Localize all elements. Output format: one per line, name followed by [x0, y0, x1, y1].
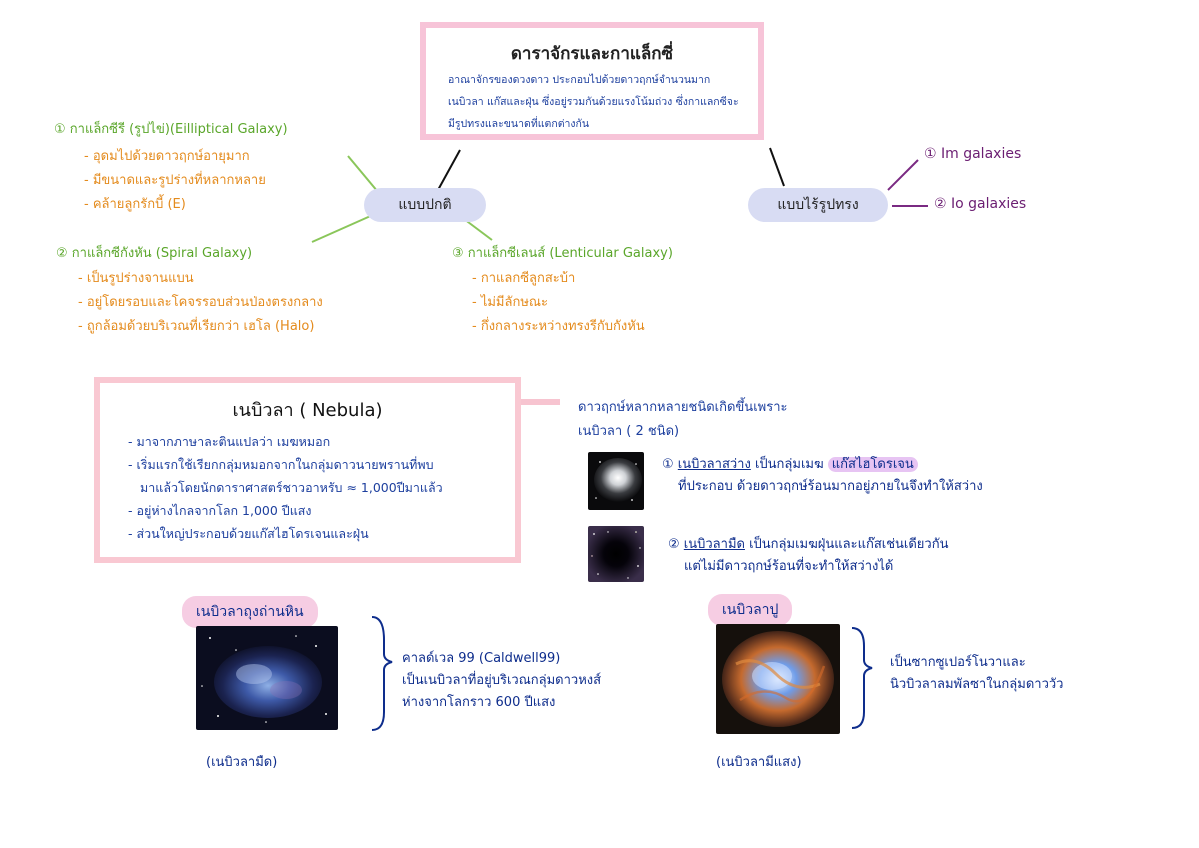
irregular-item-io: ② Io galaxies: [934, 196, 1026, 212]
regular-type-pill: แบบปกติ: [364, 188, 486, 222]
nebula-point: - ส่วนใหญ่ประกอบด้วยแก๊สไฮโดรเจนและฝุ่น: [128, 522, 515, 545]
crab-nebula-image: [716, 624, 840, 734]
bright-nebula-num: ①: [662, 457, 674, 472]
coalsack-caption: (เนบิวลามืด): [206, 752, 277, 774]
dark-nebula-image: [588, 526, 644, 582]
nebula-types-intro-line: เนบิวลา ( 2 ชนิด): [578, 420, 787, 444]
dark-nebula-name: เนบิวลามืด: [684, 537, 745, 552]
nebula-types-intro: ดาวฤกษ์หลากหลายชนิดเกิดขึ้นเพราะ เนบิวลา…: [578, 396, 787, 444]
bright-nebula-desc2: ที่ประกอบ ด้วยดาวฤกษ์ร้อนมากอยู่ภายในจึง…: [662, 476, 1182, 498]
main-title: ดาราจักรและกาแล็กซี่: [426, 40, 758, 67]
nebula-box: เนบิวลา ( Nebula) - มาจากภาษาละตินแปลว่า…: [94, 377, 521, 563]
coalsack-desc-line: คาลด์เวล 99 (Caldwell99): [402, 648, 601, 670]
dark-nebula-text: ② เนบิวลามืด เป็นกลุ่มเมฆฝุ่นและแก๊สเช่น…: [668, 534, 1168, 578]
dark-nebula-desc2: แต่ไม่มีดาวฤกษ์ร้อนที่จะทำให้สว่างได้: [668, 556, 1168, 578]
nebula-points: - มาจากภาษาละตินแปลว่า เมฆหมอก - เริ่มแร…: [100, 430, 515, 545]
spiral-point: - อยู่โดยรอบและโคจรรอบส่วนป่องตรงกลาง: [78, 291, 323, 315]
spiral-point: - ถูกล้อมด้วยบริเวณที่เรียกว่า เฮโล (Hal…: [78, 315, 323, 339]
crab-desc-line: เป็นซากซูเปอร์โนวาและ: [890, 652, 1063, 674]
coalsack-nebula-image: [196, 626, 338, 730]
coalsack-desc-line: เป็นเนบิวลาที่อยู่บริเวณกลุ่มดาวหงส์: [402, 670, 601, 692]
lenticular-section: ③ กาแล็กซีเลนส์ (Lenticular Galaxy) - กา…: [452, 242, 673, 339]
elliptical-point: - มีขนาดและรูปร่างที่หลากหลาย: [84, 169, 288, 193]
nebula-point: - มาจากภาษาละตินแปลว่า เมฆหมอก: [128, 430, 515, 453]
nebula-point: มาแล้วโดยนักดาราศาสตร์ชาวอาหรับ ≈ 1,000ป…: [128, 476, 515, 499]
nebula-title: เนบิวลา ( Nebula): [100, 395, 515, 424]
bright-nebula-text: ① เนบิวลาสว่าง เป็นกลุ่มเมฆ แก๊สไฮโดรเจน…: [662, 454, 1182, 498]
crab-caption: (เนบิวลามีแสง): [716, 752, 802, 774]
elliptical-point: - คล้ายลูกรักบี้ (E): [84, 193, 288, 217]
hydrogen-gas-highlight: แก๊สไฮโดรเจน: [828, 457, 918, 472]
bright-nebula-desc1: เป็นกลุ่มเมฆ: [751, 457, 828, 472]
crab-desc-line: นิวบิวลาลมพัลซาในกลุ่มดาววัว: [890, 674, 1063, 696]
title-box: ดาราจักรและกาแล็กซี่ อาณาจักรของดวงดาว ป…: [420, 22, 764, 140]
coalsack-desc-line: ห่างจากโลกราว 600 ปีแสง: [402, 692, 601, 714]
elliptical-title: ① กาแล็กซีรี (รูปไข่)(Eilliptical Galaxy…: [54, 118, 288, 139]
elliptical-point: - อุดมไปด้วยดาวฤกษ์อายุมาก: [84, 145, 288, 169]
elliptical-section: ① กาแล็กซีรี (รูปไข่)(Eilliptical Galaxy…: [54, 118, 288, 217]
dark-nebula-num: ②: [668, 537, 680, 552]
crab-description: เป็นซากซูเปอร์โนวาและ นิวบิวลาลมพัลซาในก…: [890, 652, 1063, 696]
coalsack-description: คาลด์เวล 99 (Caldwell99) เป็นเนบิวลาที่อ…: [402, 648, 601, 714]
lenticular-title: ③ กาแล็กซีเลนส์ (Lenticular Galaxy): [452, 242, 673, 263]
irregular-item-im: ① Im galaxies: [924, 146, 1021, 162]
lenticular-point: - กึ่งกลางระหว่างทรงรีกับกังหัน: [472, 315, 673, 339]
dark-nebula-desc1: เป็นกลุ่มเมฆฝุ่นและแก๊สเช่นเดียวกัน: [745, 537, 949, 552]
spiral-section: ② กาแล็กซีกังหัน (Spiral Galaxy) - เป็นร…: [56, 242, 323, 339]
nebula-point: - เริ่มแรกใช้เรียกกลุ่มหมอกจากในกลุ่มดาว…: [128, 453, 515, 476]
spiral-point: - เป็นรูปร่างจานแบน: [78, 267, 323, 291]
spiral-title: ② กาแล็กซีกังหัน (Spiral Galaxy): [56, 242, 323, 263]
nebula-point: - อยู่ห่างไกลจากโลก 1,000 ปีแสง: [128, 499, 515, 522]
bright-nebula-image: [588, 452, 644, 510]
coalsack-label: เนบิวลาถุงถ่านหิน: [182, 596, 318, 628]
lenticular-point: - กาแลกซีลูกสะบ้า: [472, 267, 673, 291]
nebula-types-intro-line: ดาวฤกษ์หลากหลายชนิดเกิดขึ้นเพราะ: [578, 396, 787, 420]
main-description: อาณาจักรของดวงดาว ประกอบไปด้วยดาวฤกษ์จำน…: [426, 67, 758, 135]
irregular-type-pill: แบบไร้รูปทรง: [748, 188, 888, 222]
lenticular-point: - ไม่มีลักษณะ: [472, 291, 673, 315]
bright-nebula-name: เนบิวลาสว่าง: [678, 457, 751, 472]
crab-label: เนบิวลาปู: [708, 594, 792, 626]
